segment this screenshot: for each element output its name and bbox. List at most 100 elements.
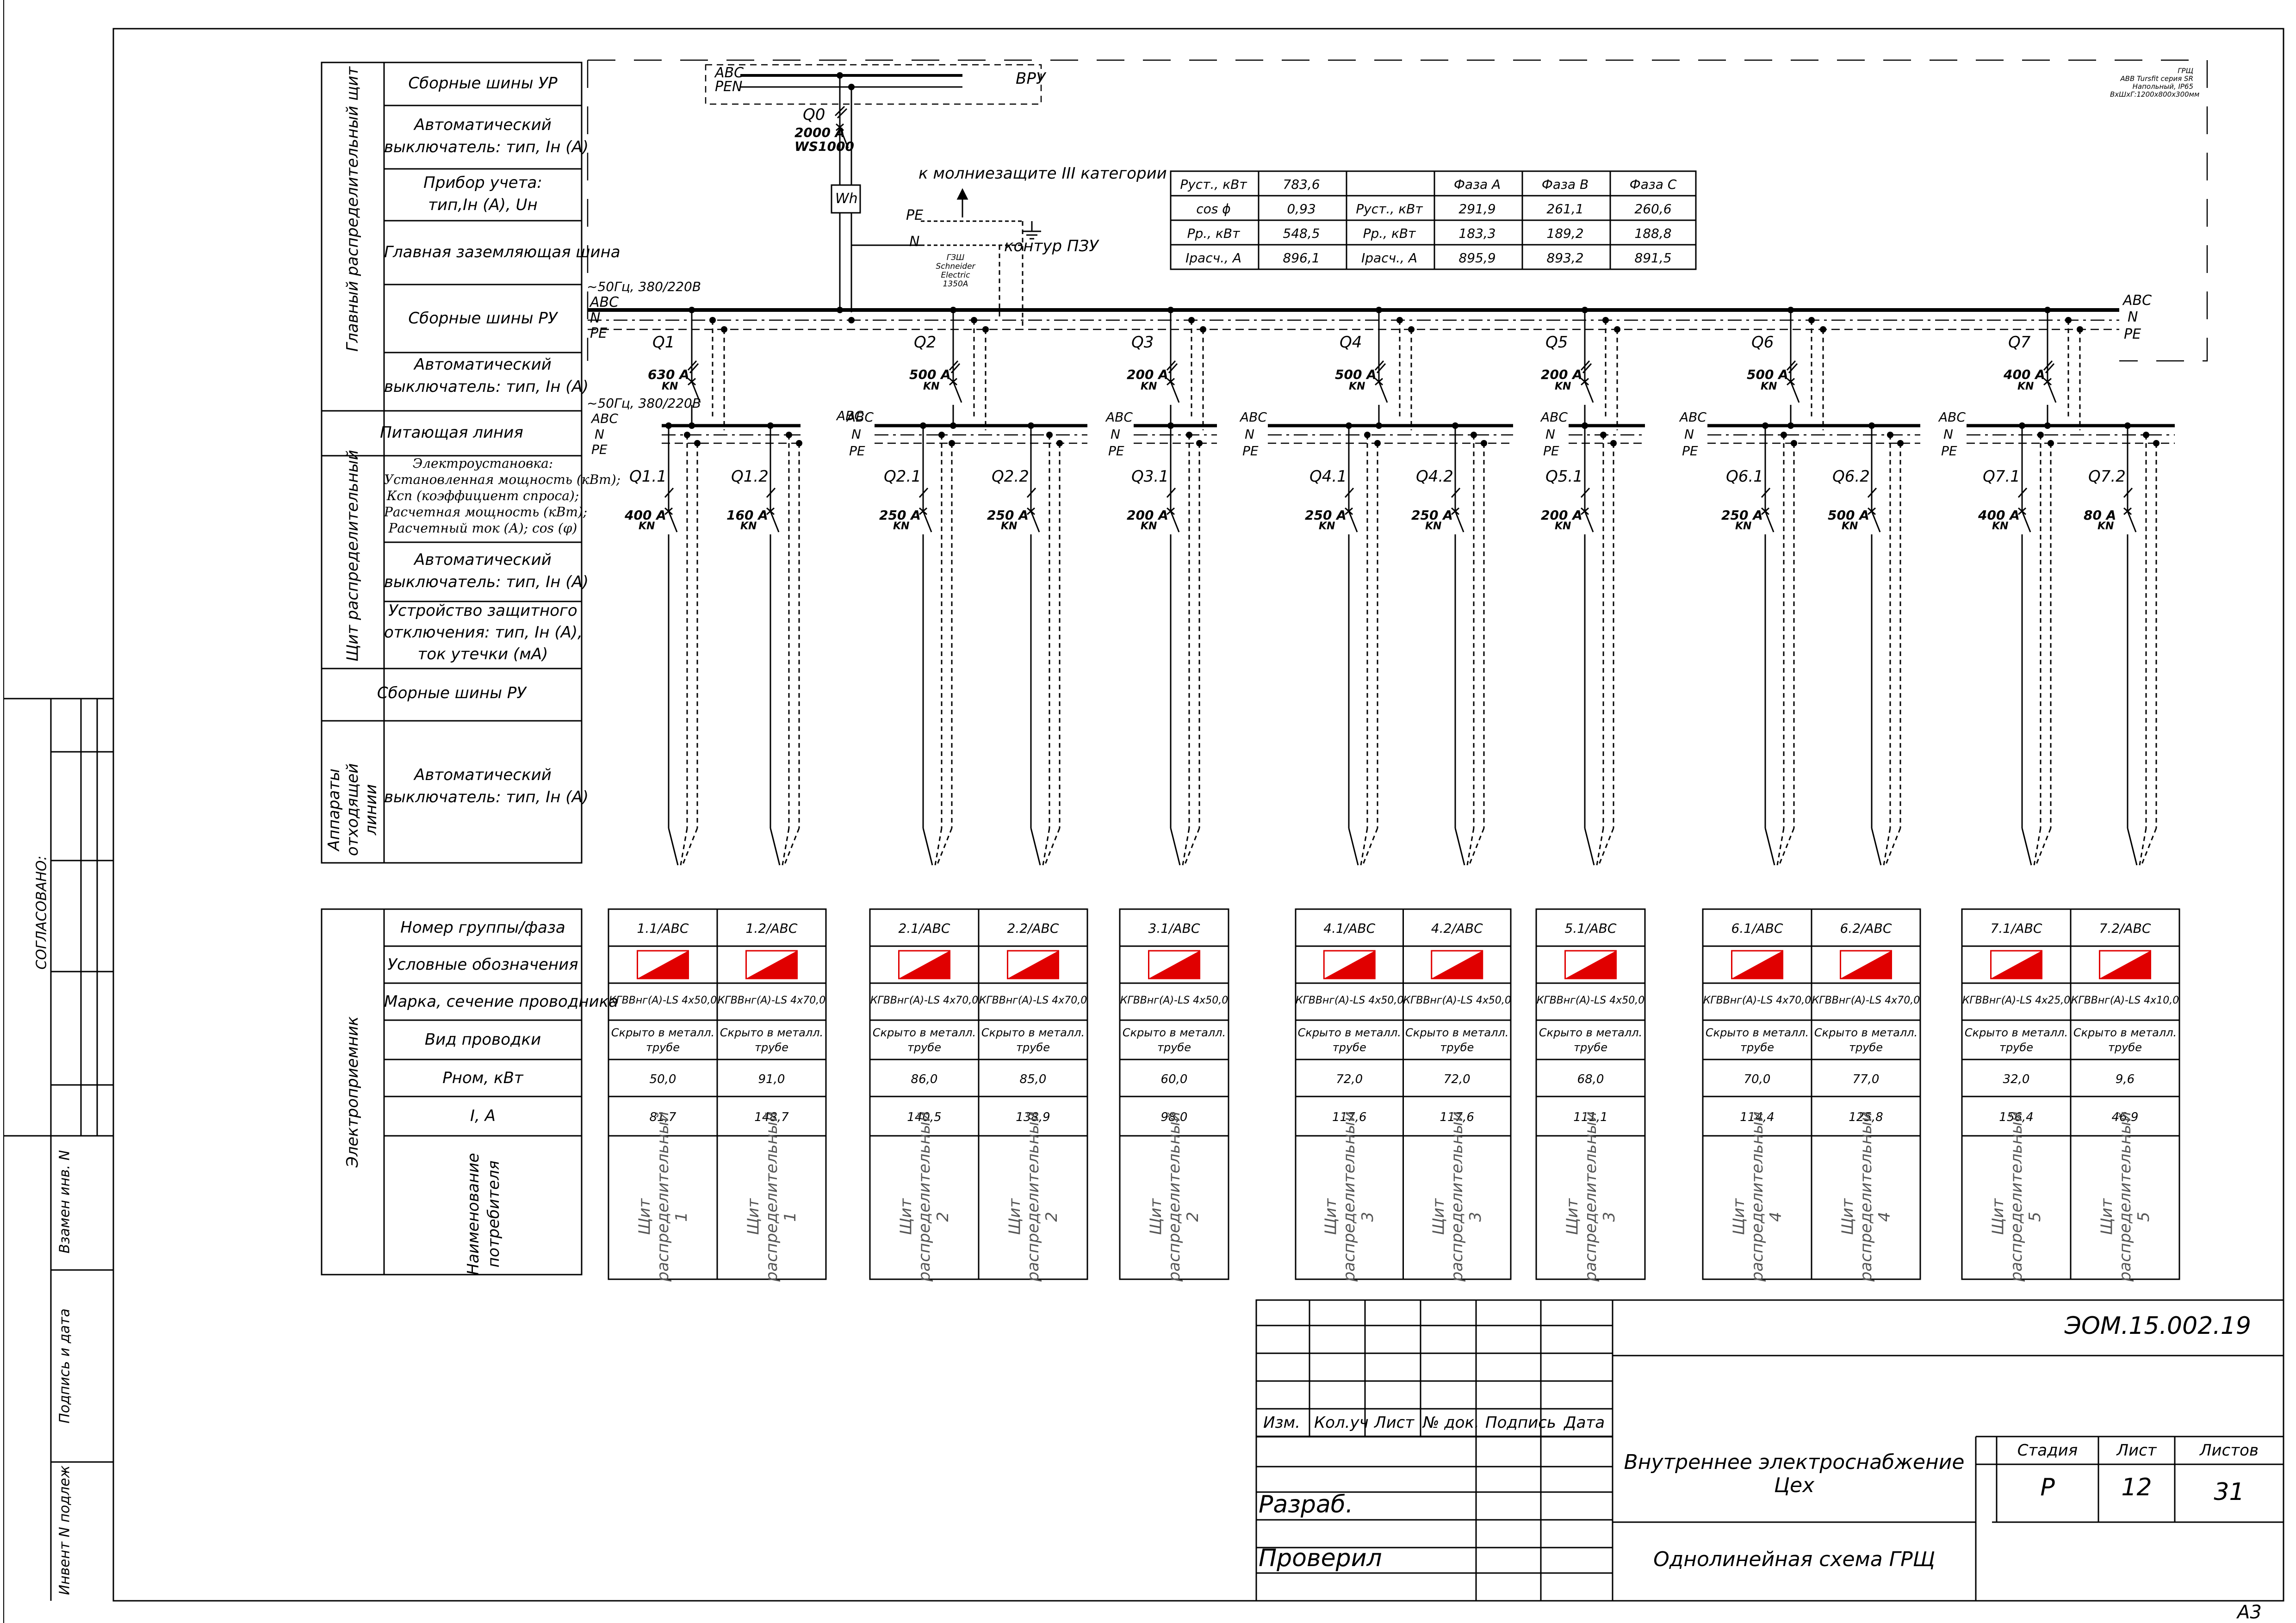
power-table-cell: 183,3 [1458, 226, 1496, 241]
outgoing-rating: 160 A [726, 508, 768, 523]
outgoing-rating: 80 A [2084, 508, 2116, 523]
power-table-cell: 291,9 [1458, 201, 1496, 217]
breaker-contact [1764, 511, 1775, 533]
row-install-line4: Расчетная мощность (кВт); [384, 504, 588, 520]
bus-junction-dot [1452, 422, 1458, 429]
bus-junction-dot [1887, 432, 1893, 438]
consumer-name-line3: 2 [933, 1212, 952, 1222]
geb-pe-label: PE [906, 207, 924, 223]
feeder-pole-mark: KN [2017, 381, 2034, 392]
power-table-cell: Рр., кВт [1363, 226, 1416, 241]
consumer-name-line2: распределительный [653, 1111, 672, 1282]
grsh-note-line2: ABB Tursfit серия SR [2120, 74, 2193, 83]
breaker-x [664, 507, 673, 515]
consumer-symbol-triangle [899, 951, 950, 979]
breaker-x [2043, 378, 2052, 386]
row-install-line5: Расчетный ток (А); cos (φ) [388, 520, 577, 536]
vru-abc-label: ABC [715, 65, 744, 81]
doc-code: ЭОМ.15.002.19 [2064, 1312, 2251, 1340]
consumer-wiring-line1: Скрыто в металл. [2073, 1026, 2177, 1039]
bus-junction-dot [1481, 440, 1487, 446]
consumer-name-line3: 4 [1875, 1212, 1894, 1222]
bus-junction-dot [1897, 440, 1904, 446]
outgoing-pole-mark: KN [1555, 520, 1571, 532]
sub-bus-abc-label: ABC [1240, 409, 1267, 425]
bus-junction-dot [1808, 317, 1815, 323]
consumer-name-line2: распределительный [1856, 1111, 1875, 1282]
consumer-group: 2.2/ABC [1007, 921, 1059, 936]
bus-junction-dot [1196, 440, 1203, 446]
outgoing-pole-mark: KN [2097, 520, 2114, 532]
row-busbars-ru: Сборные шины РУ [408, 309, 558, 328]
consumer-symbol-triangle [637, 951, 689, 979]
outgoing-label: Q4.2 [1416, 467, 1453, 486]
consumer-name-line3: 3 [1600, 1212, 1619, 1222]
bus-junction-dot [2037, 432, 2044, 438]
sub-bus-pe-label: PE [1108, 443, 1124, 458]
consumer-name-line1: Щит [1005, 1198, 1024, 1235]
row-breaker2-line2: выключатель: тип, Iн (А) [384, 378, 589, 396]
power-table-cell: 260,6 [1634, 201, 1672, 217]
row-breaker-line1: Автоматический [414, 116, 552, 134]
outgoing-pole-mark: KN [1425, 520, 1442, 532]
bus-junction-dot [767, 422, 774, 429]
bus-junction-dot [1868, 422, 1875, 429]
sub-bus-pe-label: PE [1941, 443, 1957, 458]
row-meter-line1: Прибор учета: [423, 173, 542, 192]
bus-junction-dot [2153, 440, 2159, 446]
consumer-cable: КГВВнг(А)-LS 4х50,0 [1403, 995, 1511, 1006]
sub-bus-n-label: N [1545, 427, 1555, 442]
col-data: Дата [1564, 1413, 1605, 1432]
consumer-symbol-triangle [1840, 951, 1892, 979]
breaker-contact [1170, 381, 1180, 403]
bus-junction-dot [1408, 326, 1415, 333]
bus-junction-dot [1056, 440, 1063, 446]
consumer-pnom: 70,0 [1744, 1072, 1771, 1086]
geb-maker-line2: Schneider [936, 262, 975, 271]
bus-junction-dot [1582, 422, 1588, 429]
outgoing-rating: 200 A [1127, 508, 1168, 523]
group-title-main-switchboard: Главный распределительный щит [343, 66, 362, 352]
bus-junction-dot [1046, 432, 1053, 438]
bus-junction-dot [1376, 307, 1382, 313]
consumer-group: 4.2/ABC [1431, 921, 1483, 936]
consumer-cable: КГВВнг(А)-LS 4х70,0 [1703, 995, 1812, 1006]
breaker-x [766, 507, 775, 515]
consumer-pnom: 68,0 [1577, 1072, 1604, 1086]
consumer-name-line3: 3 [1466, 1212, 1485, 1222]
bus-junction-dot [709, 317, 716, 323]
bus-junction-dot [1471, 432, 1477, 438]
consumer-group: 4.1/ABC [1323, 921, 1376, 936]
row-developer: Разраб. [1259, 1491, 1353, 1518]
power-table-cell: 893,2 [1546, 250, 1584, 266]
power-table-cell: Фаза А [1453, 177, 1501, 192]
stage-value: Р [2040, 1474, 2055, 1501]
power-table-cell: Iрасч., А [1185, 250, 1241, 266]
agreed-label: СОГЛАСОВАНО: [33, 855, 50, 970]
main-supply-label: ~50Гц, 380/220В [587, 279, 701, 294]
power-table-cell: 189,2 [1546, 226, 1584, 241]
row-checked: Проверил [1259, 1544, 1382, 1572]
bus-junction-dot [689, 307, 695, 313]
consumer-pnom: 60,0 [1160, 1072, 1188, 1086]
sheet-value: 12 [2121, 1474, 2152, 1501]
consumer-name-line1: Щит [1563, 1198, 1582, 1235]
bus-junction-dot [1028, 422, 1034, 429]
power-table-cell: 895,9 [1458, 250, 1496, 266]
consumer-wiring-line1: Скрыто в металл. [1405, 1026, 1509, 1039]
breaker-x [919, 507, 927, 515]
consumer-wiring-line1: Скрыто в металл. [1705, 1026, 1809, 1039]
consumer-name-line1: Щит [1729, 1198, 1748, 1235]
power-table-cell: 188,8 [1634, 226, 1672, 241]
col-ndok: № док. [1423, 1413, 1479, 1432]
sheet-title: Однолинейная схема ГРЩ [1653, 1548, 1935, 1571]
consumer-cable: КГВВнг(А)-LS 4х70,0 [870, 995, 979, 1006]
bus-junction-dot [1820, 326, 1826, 333]
power-table-cell: cos ϕ [1196, 201, 1231, 217]
consumer-wiring-line2: трубе [646, 1041, 680, 1054]
consumer-current: 138,9 [1016, 1110, 1050, 1124]
bus-junction-dot [837, 72, 843, 79]
